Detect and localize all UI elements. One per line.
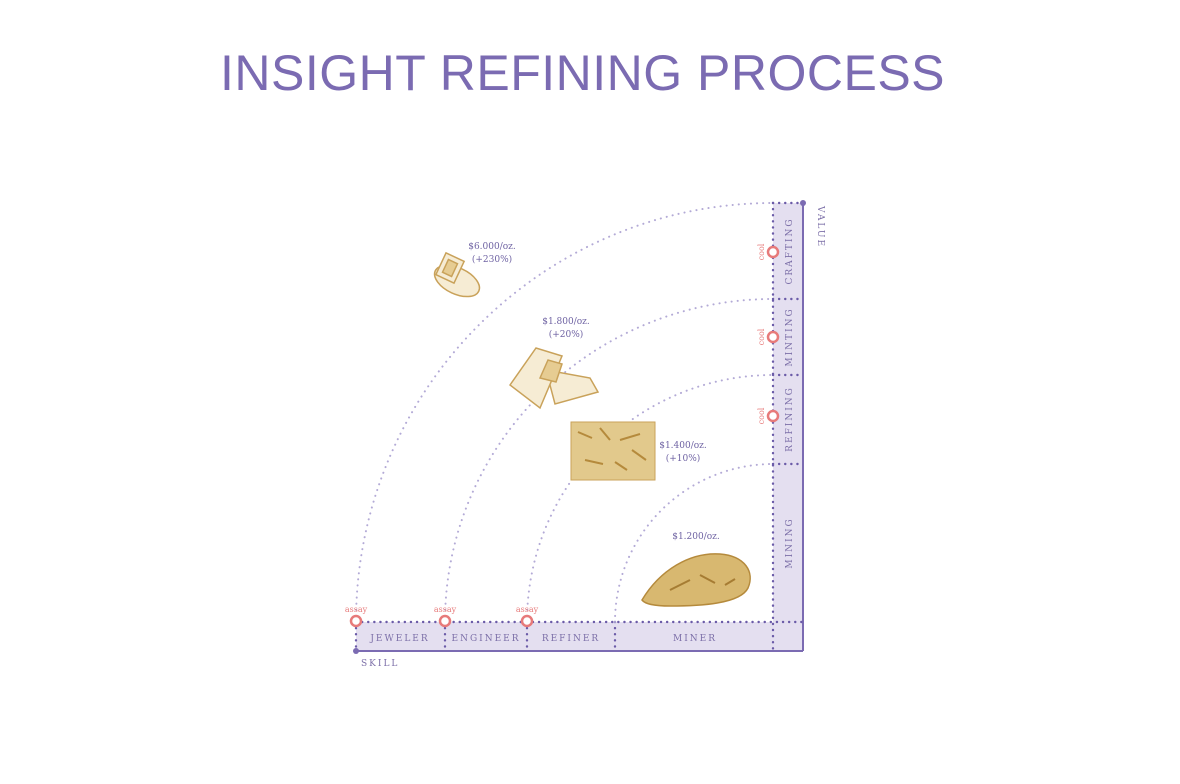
axis-origin-dot: [353, 648, 359, 654]
assay-marker: [438, 614, 452, 628]
skill-jeweler: JEWELER: [369, 634, 429, 644]
skill-engineer: ENGINEER: [452, 634, 521, 644]
skill-band: [356, 622, 803, 651]
assay-label: assay: [516, 605, 539, 614]
cool-label: cool: [757, 243, 766, 260]
cool-label: cool: [757, 407, 766, 424]
gold-ore-illustration: [641, 553, 751, 607]
stage-mining: MINING: [785, 517, 795, 568]
page-title: INSIGHT REFINING PROCESS: [219, 45, 946, 101]
gold-bars-illustration: [508, 347, 600, 410]
bars-change: (+20%): [549, 329, 584, 340]
cool-marker: [766, 245, 780, 259]
assay-marker: [520, 614, 534, 628]
assay-label: assay: [434, 605, 457, 614]
cool-marker: [766, 330, 780, 344]
value-band: [773, 203, 803, 651]
ore-price: $1.200/oz.: [672, 532, 720, 542]
stage-minting: MINTING: [785, 307, 795, 366]
stage-crafting: CRAFTING: [785, 217, 795, 284]
value-axis-label: VALUE: [815, 205, 825, 248]
bars-price: $1.800/oz.: [542, 317, 590, 327]
cool-label: cool: [757, 328, 766, 345]
skill-refiner: REFINER: [542, 634, 600, 644]
ring-change: (+230%): [472, 254, 512, 265]
flakes-price: $1.400/oz.: [659, 441, 707, 451]
flakes-change: (+10%): [666, 453, 701, 464]
ring-price: $6.000/oz.: [468, 242, 516, 252]
skill-miner: MINER: [673, 634, 717, 644]
arc-miner-mining: [614, 463, 774, 623]
assay-marker: [349, 614, 363, 628]
stage-refining: REFINING: [785, 386, 795, 452]
ring-illustration: [433, 251, 481, 298]
cool-marker: [766, 409, 780, 423]
assay-label: assay: [345, 605, 368, 614]
arc-jeweler-crafting: [355, 202, 774, 623]
axis-top-dot: [800, 200, 806, 206]
gold-flakes-illustration: [570, 421, 656, 481]
skill-axis-label: SKILL: [361, 659, 399, 669]
